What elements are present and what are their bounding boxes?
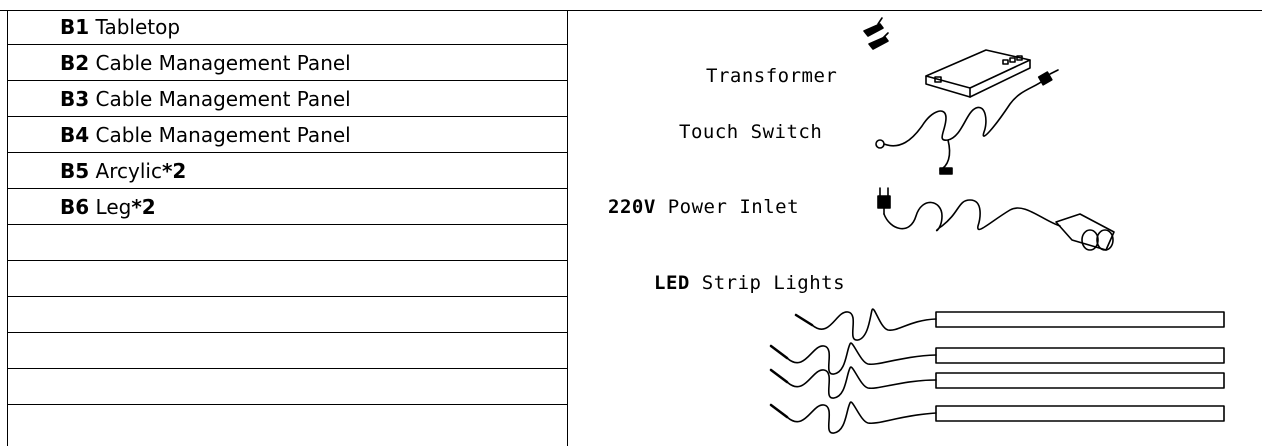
part-label: B3 Cable Management Panel [60,85,351,113]
part-code: B3 [60,87,90,111]
top-border [0,10,1262,11]
power-plug-icon [877,187,1115,251]
transformer-icon [925,49,1031,98]
part-label: B5 Arcylic*2 [60,157,186,185]
screws-icon [863,17,889,50]
voltage-label: 220V [608,196,656,218]
table-row: B2 Cable Management Panel [8,45,567,81]
touch-switch-label: Touch Switch [679,121,823,143]
part-code: B4 [60,123,90,147]
part-label: B6 Leg*2 [60,193,156,221]
part-qty: *2 [131,195,156,219]
part-code: B2 [60,51,90,75]
part-code: B6 [60,195,90,219]
part-name: Cable Management Panel [95,51,351,75]
table-row [8,297,567,333]
table-row [8,225,567,261]
led-strip-icon [794,308,1225,341]
part-label: B1 Tabletop [60,13,180,41]
table-row [8,369,567,405]
transformer-label: Transformer [706,65,838,87]
table-row [8,261,567,297]
part-code: B1 [60,15,90,39]
table-row: B4 Cable Management Panel [8,117,567,153]
table-row: B6 Leg*2 [8,189,567,225]
part-name: Leg [95,195,132,219]
part-code: B5 [60,159,90,183]
table-row: B1 Tabletop [8,11,567,45]
led-strip-icon [769,401,1225,434]
led-strip-label: LED Strip Lights [654,272,845,294]
part-name: Cable Management Panel [95,87,351,111]
led-prefix: LED [654,272,690,294]
part-name: Tabletop [95,15,181,39]
power-inlet-text: Power Inlet [667,196,800,218]
part-label: B2 Cable Management Panel [60,49,351,77]
table-row [8,333,567,369]
led-strip-icon [769,366,1225,399]
parts-table: B1 Tabletop B2 Cable Management Panel B3… [7,11,568,446]
part-name: Cable Management Panel [95,123,351,147]
part-qty: *2 [161,159,187,183]
led-strip-text: Strip Lights [701,272,846,294]
part-name: Arcylic [95,159,162,183]
table-row: B3 Cable Management Panel [8,81,567,117]
transformer-cable-icon [875,69,1059,175]
led-strip-icon [769,342,1225,375]
power-inlet-label: 220V Power Inlet [608,196,799,218]
table-row: B5 Arcylic*2 [8,153,567,189]
part-label: B4 Cable Management Panel [60,121,351,149]
